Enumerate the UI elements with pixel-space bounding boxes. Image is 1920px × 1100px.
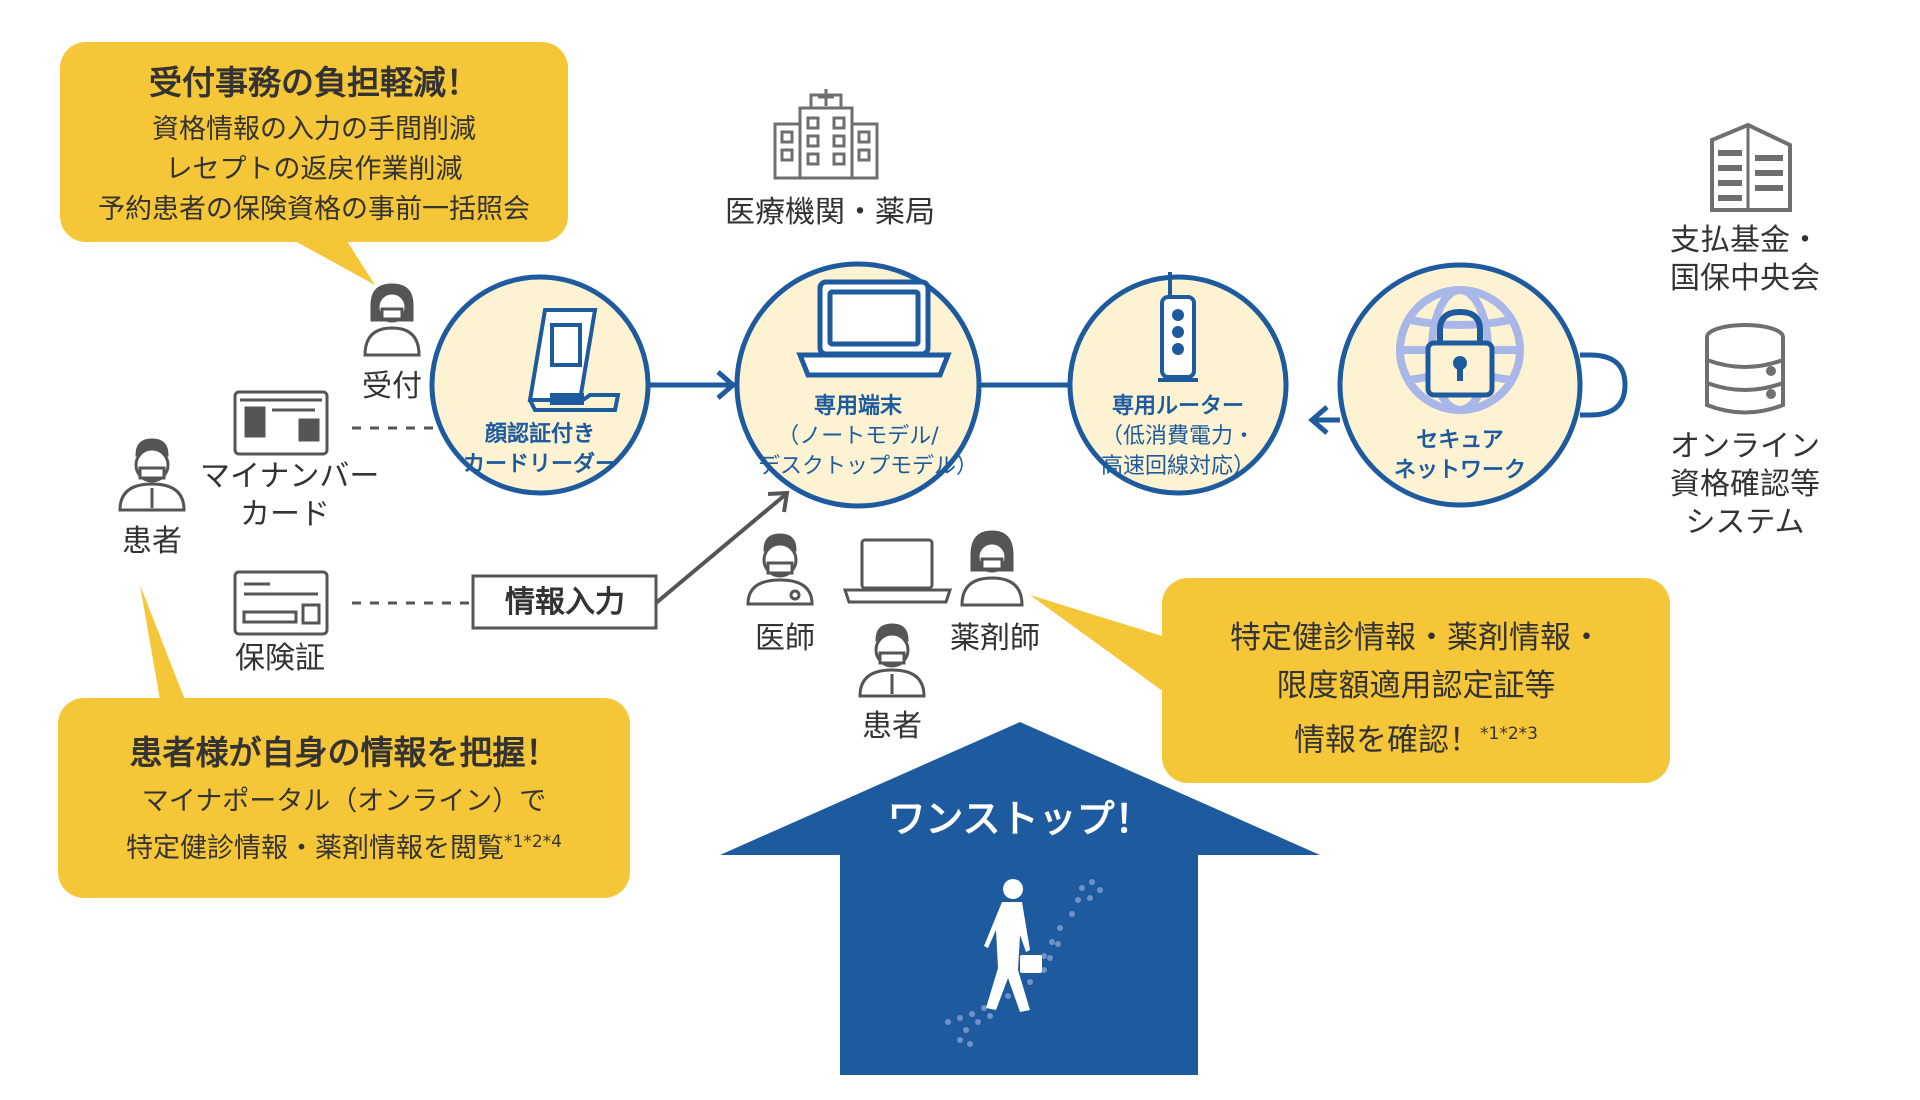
globe-lock-icon [1396, 286, 1524, 414]
patient-bottom-label: 患者 [862, 709, 922, 744]
circle-router [1067, 274, 1289, 496]
system-label-line3: システム [1685, 505, 1805, 540]
reception-label: 受付 [362, 369, 422, 404]
patient-left-icon [118, 438, 186, 512]
info-input-label: 情報入力 [505, 585, 625, 620]
router-icon [1158, 272, 1198, 382]
router-label-sub2: 高速回線対応） [1100, 454, 1255, 479]
terminal-label: 専用端末 （ノートモデル/ デスクトップモデル） [758, 392, 978, 482]
bubble-doctor-line2: 限度額適用認定証等 [1276, 668, 1556, 704]
bubble-doctor-tail [1030, 595, 1175, 700]
network-label-line2: ネットワーク [1393, 458, 1526, 483]
insurance-card-label: 保険証 [235, 641, 325, 676]
bubble-patient-title: 患者様が自身の情報を把握！ [129, 733, 559, 772]
info-input-arrow-line [654, 493, 787, 605]
mynumber-card-label: マイナンバー カード [200, 458, 379, 534]
bubble-doctor-line3: 情報を確認！ [1294, 722, 1481, 759]
laptop-icon [796, 279, 952, 378]
database-icon [1705, 323, 1785, 415]
terminal-label-title: 専用端末 [813, 394, 902, 419]
terminal-label-sub1: （ノートモデル/ [777, 424, 939, 449]
bubble-reception-line: レセプトの返戻作業削減 [165, 154, 463, 185]
bubble-doctor-footnote: *1*2*3 [1480, 724, 1538, 744]
system-label: オンライン 資格確認等 システム [1650, 428, 1840, 542]
shared-laptop-icon [842, 538, 953, 604]
arrow-head-to-terminal [716, 370, 737, 400]
fund-label-line1: 支払基金・ [1670, 223, 1820, 258]
bubble-patient-tail [140, 585, 185, 700]
bubble-reception-line: 予約患者の保険資格の事前一括照会 [98, 194, 530, 225]
medical-institution-label: 医療機関・薬局 [725, 195, 935, 230]
system-label-line1: オンライン [1670, 429, 1820, 464]
bubble-doctor-line3-wrap: 情報を確認！*1*2*3 [1162, 710, 1670, 764]
arrow-head-to-router [1308, 405, 1329, 435]
patient-left-label: 患者 [122, 524, 182, 559]
insurance-card-icon [233, 570, 329, 636]
mynumber-card-label-line1: マイナンバー [200, 459, 380, 494]
bubble-patient-line2: 特定健診情報・薬剤情報を閲覧 [126, 833, 505, 864]
network-label-line1: セキュア [1416, 428, 1504, 453]
onestop-house-shape [720, 722, 1320, 1075]
card-reader-label-line1: 顔認証付き [484, 422, 595, 447]
fund-label-line2: 国保中央会 [1670, 261, 1820, 296]
bubble-patient-line2-wrap: 特定健診情報・薬剤情報を閲覧*1*2*4 [58, 822, 630, 869]
pharmacist-icon [960, 530, 1024, 607]
hospital-icon [773, 89, 879, 180]
mynumber-card-label-line2: カード [240, 497, 330, 532]
system-label-line2: 資格確認等 [1670, 467, 1820, 502]
bubble-doctor: 特定健診情報・薬剤情報・ 限度額適用認定証等 情報を確認！*1*2*3 [1162, 578, 1670, 783]
bubble-doctor-line1: 特定健診情報・薬剤情報・ [1230, 620, 1602, 656]
onestop-label: ワンストップ！ [887, 797, 1153, 841]
terminal-label-sub2: デスクトップモデル） [758, 454, 979, 479]
bubble-patient-line1: マイナポータル（オンライン）で [141, 786, 547, 817]
patient-bottom-icon [858, 623, 926, 698]
router-label: 専用ルーター （低消費電力・ 高速回線対応） [1088, 392, 1268, 482]
bubble-patient: 患者様が自身の情報を把握！ マイナポータル（オンライン）で 特定健診情報・薬剤情… [58, 698, 630, 898]
fund-building-icon [1710, 122, 1792, 212]
router-label-sub1: （低消費電力・ [1100, 424, 1255, 449]
bubble-patient-footnote: *1*2*4 [504, 832, 562, 852]
pharmacist-label: 薬剤師 [950, 621, 1040, 656]
info-input-arrow-head [767, 490, 790, 513]
card-reader-icon [527, 308, 621, 412]
network-label: セキュア ネットワーク [1380, 426, 1540, 486]
router-label-title: 専用ルーター [1111, 394, 1244, 419]
reception-person-icon [363, 283, 421, 357]
bubble-reception-title: 受付事務の負担軽減！ [149, 63, 479, 102]
card-reader-label: 顔認証付き カードリーダー [460, 420, 620, 480]
bubble-reception-tail [275, 230, 375, 285]
walking-person-icon [984, 879, 1042, 1012]
bubble-reception-line: 資格情報の入力の手間削減 [152, 114, 476, 145]
card-reader-label-line2: カードリーダー [462, 452, 617, 477]
doctor-icon [746, 533, 814, 606]
fund-label: 支払基金・ 国保中央会 [1650, 222, 1840, 298]
bubble-reception: 受付事務の負担軽減！ 資格情報の入力の手間削減 レセプトの返戻作業削減 予約患者… [60, 42, 568, 242]
network-loop-line [1580, 352, 1628, 418]
doctor-label: 医師 [755, 621, 815, 656]
mynumber-card-icon [233, 390, 329, 456]
